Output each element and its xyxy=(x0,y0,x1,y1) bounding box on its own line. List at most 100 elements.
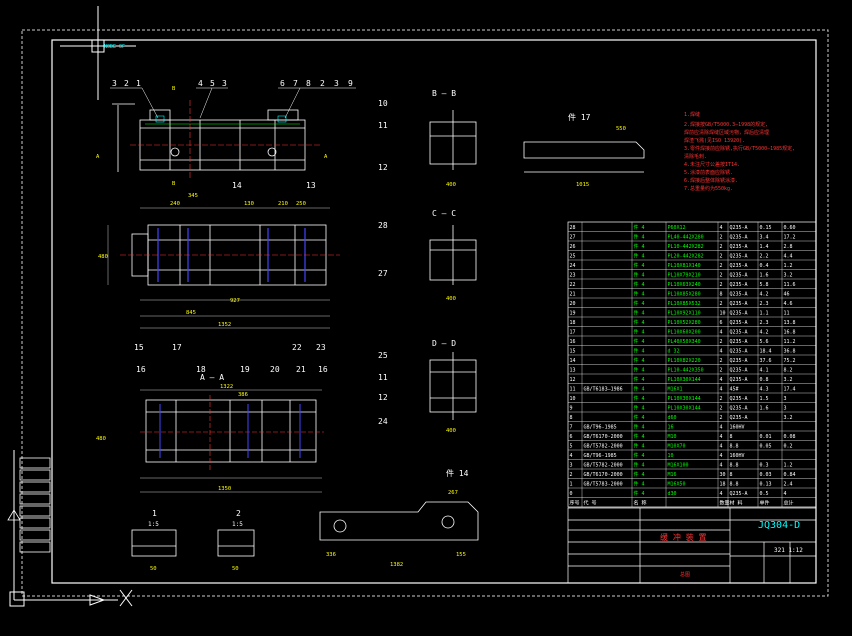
bom-cell: d30 xyxy=(668,491,677,497)
bom-cell: 2.3 xyxy=(760,320,769,326)
bom-header-cell: 单件 xyxy=(760,500,770,507)
bom-cell: Q235-A xyxy=(730,339,748,345)
bom-cell: Q235-A xyxy=(730,330,748,336)
bom-cell: 1 xyxy=(570,482,573,488)
bom-cell: 10 xyxy=(668,453,674,459)
bom-cell: 件 4 xyxy=(634,262,645,269)
bb-view xyxy=(429,110,477,170)
bom-cell: 12 xyxy=(570,377,576,383)
bom-cell: 4.4 xyxy=(784,254,793,260)
svg-text:4: 4 xyxy=(198,79,203,88)
svg-text:480: 480 xyxy=(98,254,108,260)
svg-text:3: 3 xyxy=(112,79,117,88)
bom-cell: 件 4 xyxy=(634,424,645,431)
bom-cell: 件 4 xyxy=(634,405,645,412)
bom-cell: Q235-A xyxy=(730,235,748,241)
bom-header-cell: 数量 xyxy=(720,500,730,507)
balloon-17: 17 xyxy=(172,343,182,352)
svg-text:24: 24 xyxy=(378,417,388,426)
bom-cell: 16 xyxy=(668,425,674,431)
bom-cell: 24 xyxy=(570,263,576,269)
section-mark-b-bot: B xyxy=(172,181,176,187)
bom-cell: PL10X79X210 xyxy=(668,273,701,279)
bom-cell: 件 4 xyxy=(634,376,645,383)
bom-cell: 0.01 xyxy=(760,434,772,440)
bom-cell: Q235-A xyxy=(730,292,748,298)
bom-cell: 件 4 xyxy=(634,253,645,260)
svg-text:11: 11 xyxy=(378,373,388,382)
bom-cell: 20 xyxy=(570,301,576,307)
bom-cell: 23 xyxy=(570,273,576,279)
bom-cell: 17.2 xyxy=(784,235,796,241)
bom-cell: Q235-A xyxy=(730,225,748,231)
bom-cell: 2 xyxy=(720,406,723,412)
bom-cell: Q235-A xyxy=(730,415,748,421)
view-cc-label: C — C xyxy=(432,209,456,218)
part14-dim-1382: 1382 xyxy=(390,562,403,568)
bom-header-cell: 材 料 xyxy=(730,500,743,507)
bom-cell: 19 xyxy=(570,311,576,317)
bom-cell: 0.8 xyxy=(760,377,769,383)
bom-cell: 11.2 xyxy=(784,339,796,345)
bom-cell: M16 xyxy=(668,472,677,478)
bom-cell: PL10X85X280 xyxy=(668,292,701,298)
bom-cell: 1.5 xyxy=(760,396,769,402)
bom-cell: 0.3 xyxy=(760,463,769,469)
svg-text:2: 2 xyxy=(124,79,129,88)
aa-view-balloons: 16 18 19 20 21 16 xyxy=(136,365,328,374)
bom-cell: PL10X92X110 xyxy=(668,311,701,317)
bom-cell: 4 xyxy=(720,225,723,231)
part17-label: 件 17 xyxy=(568,112,591,122)
svg-text:25: 25 xyxy=(378,351,388,360)
bom-cell: 2.3 xyxy=(760,301,769,307)
svg-text:2.焊接按GB/T5000.3—1998的规定,: 2.焊接按GB/T5000.3—1998的规定, xyxy=(684,121,768,128)
drawing-scale: 321 1:12 xyxy=(774,547,803,554)
bom-cell: 2.8 xyxy=(784,244,793,250)
bom-cell: 件 4 xyxy=(634,395,645,402)
detail1-dim: 50 xyxy=(150,566,157,572)
svg-text:9: 9 xyxy=(348,79,353,88)
bom-cell: 2 xyxy=(720,368,723,374)
bom-cell: 4 xyxy=(720,425,723,431)
bom-cell: 4 xyxy=(720,330,723,336)
bom-cell: 8.8 xyxy=(730,463,739,469)
bom-cell: 0.08 xyxy=(784,434,796,440)
bom-cell: Q235-A xyxy=(730,491,748,497)
bom-cell: 4 xyxy=(720,491,723,497)
svg-text:400: 400 xyxy=(446,296,456,302)
svg-text:400: 400 xyxy=(446,428,456,434)
bom-cell: 26 xyxy=(570,244,576,250)
bom-cell: 2 xyxy=(720,358,723,364)
part14-view xyxy=(319,501,479,541)
svg-text:5: 5 xyxy=(210,79,215,88)
bom-cell: GB/T5783-2000 xyxy=(584,482,623,488)
bom-cell: 3 xyxy=(784,396,787,402)
balloon-13: 13 xyxy=(306,181,316,190)
aa-view-hatch xyxy=(140,395,324,470)
bb-leaders: 10 11 12 400 xyxy=(378,99,456,188)
part17-dim-1015: 1015 xyxy=(576,182,589,188)
bom-cell: GB/T96-1985 xyxy=(584,425,617,431)
bom-cell: PL10X30X144 xyxy=(668,377,701,383)
bom-cell: PL10X52X280 xyxy=(668,320,701,326)
svg-text:1: 1 xyxy=(136,79,141,88)
svg-text:480: 480 xyxy=(96,436,106,442)
aa-view-dimlines xyxy=(140,389,322,493)
svg-text:21: 21 xyxy=(296,365,306,374)
bom-cell: 17.4 xyxy=(784,387,796,393)
bom-cell: 2 xyxy=(720,282,723,288)
bom-cell: 17 xyxy=(570,330,576,336)
bom-cell: 件 4 xyxy=(634,224,645,231)
svg-text:19: 19 xyxy=(240,365,250,374)
svg-text:386: 386 xyxy=(238,392,248,398)
bom-header-cell: 序号 xyxy=(570,500,580,507)
bom-cell: 2 xyxy=(720,254,723,260)
bom-cell: d60 xyxy=(668,415,677,421)
bom-cell: 件 4 xyxy=(634,471,645,478)
bom-cell: 160HV xyxy=(730,453,745,459)
bom-cell: 16 xyxy=(570,339,576,345)
bom-cell: Q235-A xyxy=(730,263,748,269)
bom-cell: M10 xyxy=(668,434,677,440)
bom-cell: 件 4 xyxy=(634,300,645,307)
